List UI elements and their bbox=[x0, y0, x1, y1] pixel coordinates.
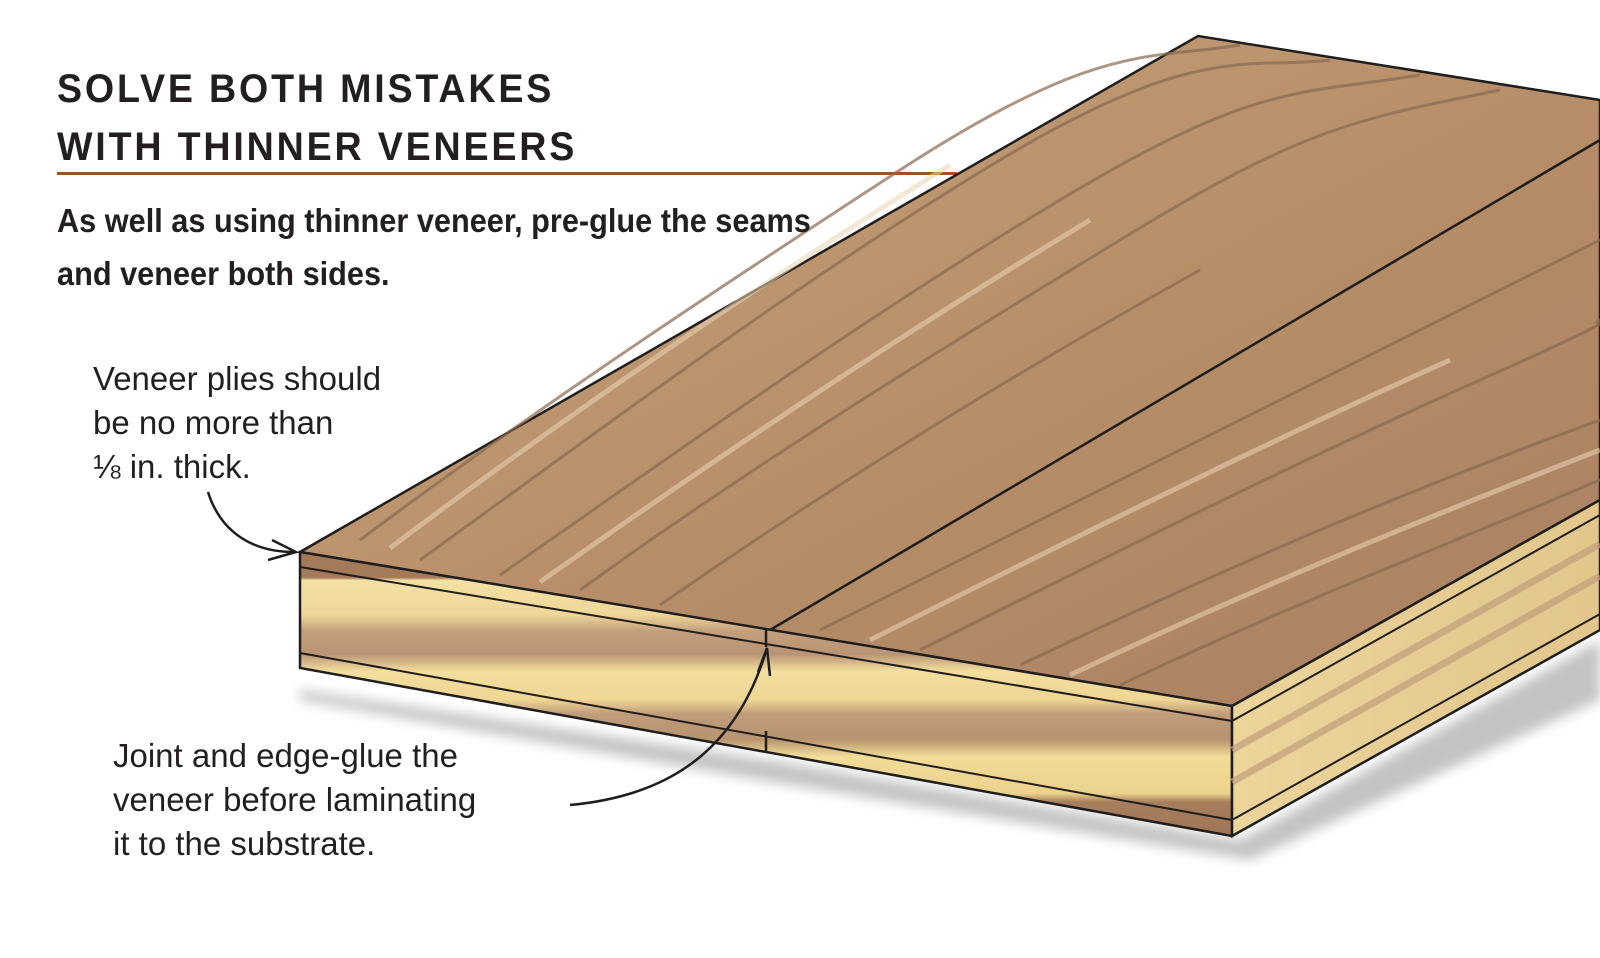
callout-veneer-thickness: Veneer plies should be no more than ⅛ in… bbox=[93, 357, 381, 489]
side-top-veneer-line bbox=[1231, 514, 1600, 722]
subtitle-line-2: and veneer both sides. bbox=[57, 255, 390, 292]
callout-2-line-3: it to the substrate. bbox=[113, 825, 376, 862]
diagram-title: SOLVE BOTH MISTAKES WITH THINNER VENEERS bbox=[57, 60, 577, 176]
panel-side-face bbox=[1230, 498, 1600, 839]
title-line-2: WITH THINNER VENEERS bbox=[57, 125, 578, 169]
callout-edge-glue: Joint and edge-glue the veneer before la… bbox=[113, 734, 476, 866]
veneer-seam-top bbox=[769, 138, 1600, 632]
callout-2-line-2: veneer before laminating bbox=[113, 781, 477, 818]
arrowhead-1-icon bbox=[267, 538, 300, 562]
side-bottom-veneer-line bbox=[1231, 613, 1600, 821]
arrowhead-2-icon bbox=[756, 647, 772, 677]
callout-1-line-1: Veneer plies should bbox=[93, 360, 382, 397]
subtitle-line-1: As well as using thinner veneer, pre-glu… bbox=[57, 202, 811, 239]
callout-arrow-2 bbox=[569, 647, 769, 807]
title-divider bbox=[57, 172, 957, 175]
callout-arrow-1 bbox=[206, 491, 295, 554]
wood-grain bbox=[359, 43, 1600, 687]
callout-1-line-2: be no more than bbox=[93, 404, 334, 441]
title-line-1: SOLVE BOTH MISTAKES bbox=[57, 67, 555, 111]
diagram-subtitle: As well as using thinner veneer, pre-glu… bbox=[57, 194, 811, 300]
callout-1-line-3: ⅛ in. thick. bbox=[93, 448, 251, 485]
callout-2-line-1: Joint and edge-glue the bbox=[113, 737, 458, 774]
